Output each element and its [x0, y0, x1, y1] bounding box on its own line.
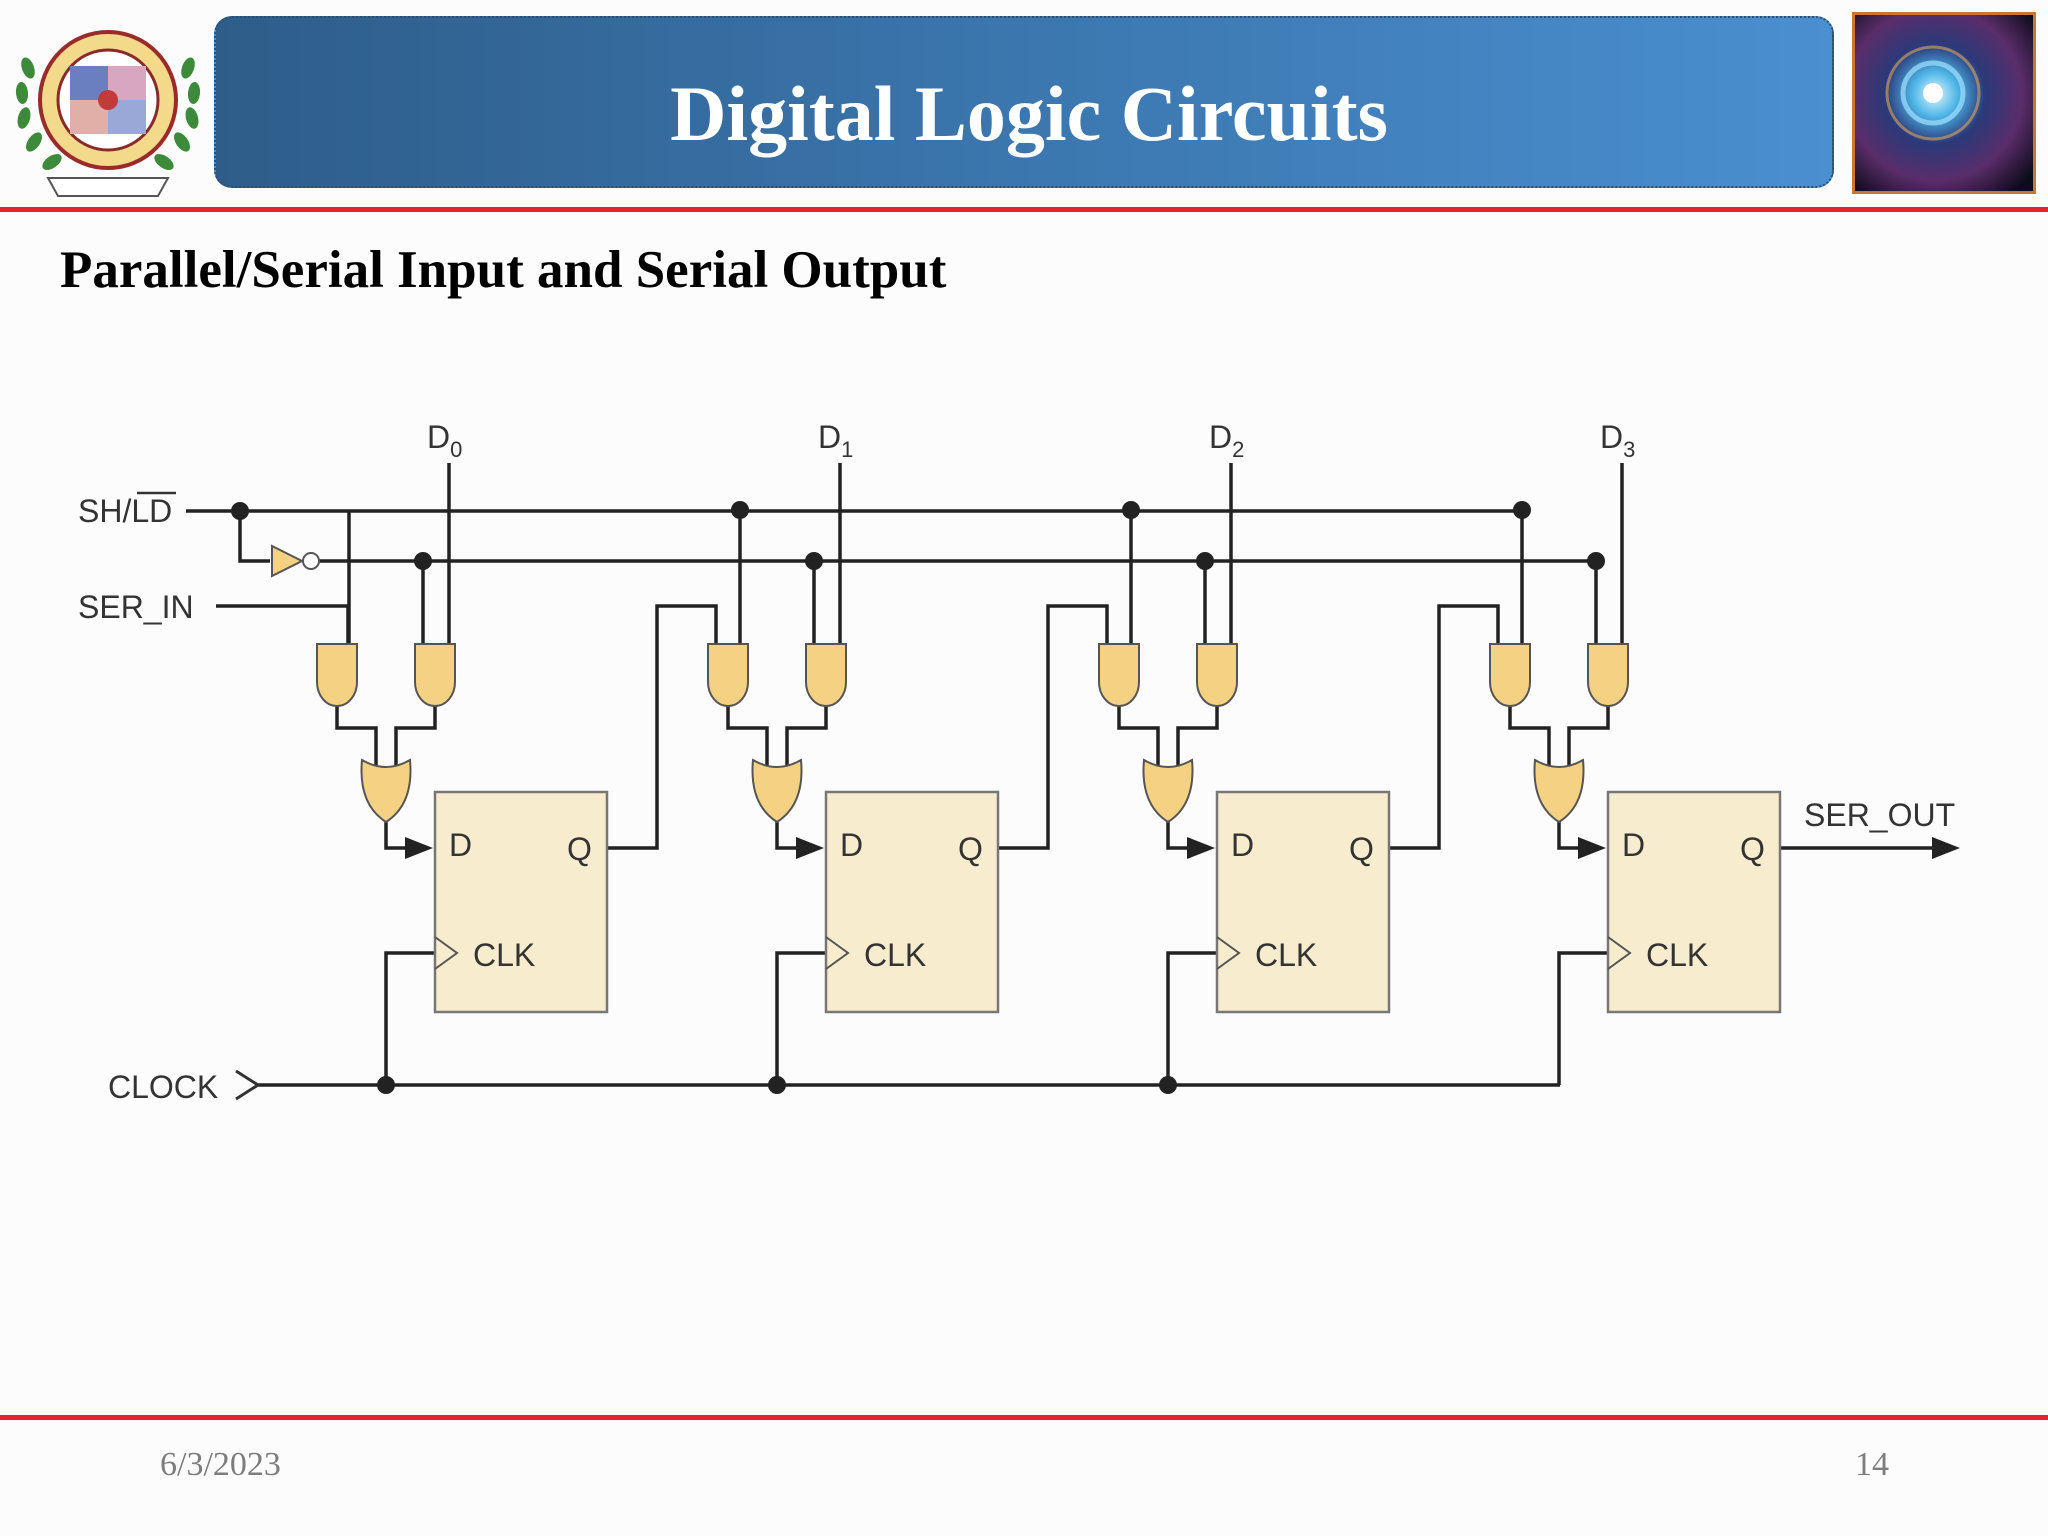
ld-overbar-text: LD: [131, 493, 172, 529]
and-gate-load-3: [1587, 643, 1629, 707]
data-input-label-2: D2: [1209, 419, 1244, 462]
and-gate-shift-2: [1098, 643, 1140, 707]
shld-label: SH/LD: [78, 493, 172, 529]
clk-triangle-3: [1607, 936, 1632, 970]
or-gate-2: [1142, 758, 1194, 824]
and-to-or-wire-b1: [785, 706, 828, 768]
ser-in-label: SER_IN: [78, 589, 194, 625]
institute-logo: [15, 30, 201, 197]
or-gate-3: [1533, 758, 1585, 824]
junction-dot: [1587, 552, 1605, 570]
data-input-label-0: D0: [427, 419, 462, 462]
data-input-label-3: D3: [1600, 419, 1635, 462]
ser-in-wire: [216, 604, 350, 644]
junction-dot: [231, 502, 249, 520]
data-input-subscript-0: 0: [450, 437, 462, 462]
flip-flop-0: [433, 790, 609, 1014]
ff-clk-label-0: CLK: [473, 937, 535, 973]
or-gate-0: [360, 758, 412, 824]
d-input-arrow-2: [1187, 837, 1215, 859]
ff-d-label-3: D: [1622, 827, 1645, 863]
clock-label: CLOCK: [108, 1069, 218, 1105]
clock-tap-3: [1557, 951, 1608, 1085]
and-gate-load-0: [414, 643, 456, 707]
flip-flop-1: [824, 790, 1000, 1014]
ser-out-label: SER_OUT: [1804, 797, 1955, 833]
ff-q-label-0: Q: [567, 831, 592, 867]
d-input-arrow-0: [405, 837, 433, 859]
inverter-gate: [271, 544, 305, 578]
or-gate-1: [751, 758, 803, 824]
and-to-or-wire-b0: [394, 706, 437, 768]
and-gate-shift-1: [707, 643, 749, 707]
and-to-or-wire-b2: [1176, 706, 1219, 768]
circuit-components: [231, 501, 1960, 1101]
and-gate-load-2: [1196, 643, 1238, 707]
junction-dot: [731, 501, 749, 519]
clk-triangle-2: [1216, 936, 1241, 970]
and-gate-load-1: [805, 643, 847, 707]
ser-out-arrow: [1932, 837, 1960, 859]
slide-subtitle: Parallel/Serial Input and Serial Output: [60, 241, 947, 299]
and-to-or-wire-b3: [1567, 706, 1610, 768]
header-title: Digital Logic Circuits: [670, 70, 1388, 157]
page-number: 14: [1855, 1446, 1889, 1483]
inverter-input-wire: [238, 511, 270, 563]
data-input-subscript-2: 2: [1232, 437, 1244, 462]
ff-d-label-1: D: [840, 827, 863, 863]
shift-wire-3: [1389, 604, 1500, 850]
data-input-subscript-1: 1: [841, 437, 853, 462]
d-input-arrow-3: [1578, 837, 1606, 859]
clock-tap-1: [775, 951, 826, 1085]
junction-dot: [414, 552, 432, 570]
and-to-or-wire-a0: [335, 706, 378, 768]
flip-flop-3: [1606, 790, 1782, 1014]
and-to-or-wire-a1: [726, 706, 769, 768]
clock-tap-0: [384, 951, 435, 1085]
junction-dot: [377, 1076, 395, 1094]
ff-q-label-2: Q: [1349, 831, 1374, 867]
ff-q-label-3: Q: [1740, 831, 1765, 867]
ff-clk-label-2: CLK: [1255, 937, 1317, 973]
junction-dot: [1159, 1076, 1177, 1094]
junction-dot: [1196, 552, 1214, 570]
clk-triangle-1: [825, 936, 850, 970]
junction-dot: [768, 1076, 786, 1094]
junction-dot: [1122, 501, 1140, 519]
ff-d-label-0: D: [449, 827, 472, 863]
and-gate-shift-3: [1489, 643, 1531, 707]
and-to-or-wire-a2: [1117, 706, 1160, 768]
ff-d-label-2: D: [1231, 827, 1254, 863]
shift-wire-2: [998, 604, 1109, 850]
ff-clk-label-3: CLK: [1646, 937, 1708, 973]
d-input-arrow-1: [796, 837, 824, 859]
footer-rule: [0, 1415, 2048, 1420]
data-input-subscript-3: 3: [1623, 437, 1635, 462]
ff-q-label-1: Q: [958, 831, 983, 867]
header-banner: Digital Logic Circuits: [214, 16, 1834, 188]
junction-dot: [1513, 501, 1531, 519]
and-to-or-wire-a3: [1508, 706, 1551, 768]
and-gate-shift-0: [316, 643, 358, 707]
clk-triangle-0: [434, 936, 459, 970]
ff-clk-label-1: CLK: [864, 937, 926, 973]
junction-dot: [805, 552, 823, 570]
inverter-bubble: [302, 552, 320, 570]
clock-input-symbol: [235, 1069, 261, 1101]
clock-tap-2: [1166, 951, 1217, 1085]
data-input-label-1: D1: [818, 419, 853, 462]
flip-flop-2: [1215, 790, 1391, 1014]
shift-wire-1: [607, 604, 718, 850]
footer-date: 6/3/2023: [160, 1446, 281, 1483]
decorative-eye-image: [1852, 12, 2036, 194]
header-rule: [0, 207, 2048, 212]
